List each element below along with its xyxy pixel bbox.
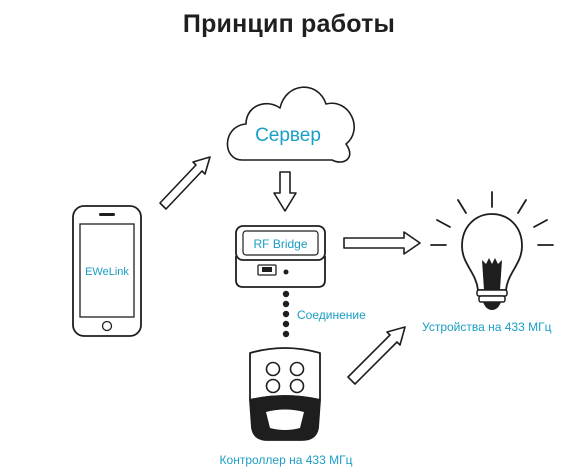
bridge-icon: [235, 225, 326, 288]
controller-label: Контроллер на 433 МГц: [220, 453, 353, 467]
arrow-phone-to-cloud-icon: [159, 156, 211, 210]
connection-dots: [282, 290, 290, 338]
light-bulb-icon: [430, 191, 554, 310]
cloud-label: Сервер: [255, 125, 321, 146]
arrow-bridge-to-lamp-icon: [343, 231, 421, 255]
cloud-icon: [226, 86, 355, 163]
arrow-remote-to-devices-icon: [347, 326, 406, 385]
arrow-cloud-to-bridge-icon: [273, 171, 297, 212]
phone-icon: [72, 205, 142, 337]
bridge-label: RF Bridge: [253, 237, 307, 251]
remote-control-icon: [249, 347, 321, 441]
connection-label: Соединение: [297, 308, 366, 322]
phone-label: EWeLink: [85, 266, 129, 278]
devices-label: Устройства на 433 МГц: [422, 320, 552, 334]
page-title: Принцип работы: [182, 10, 396, 38]
